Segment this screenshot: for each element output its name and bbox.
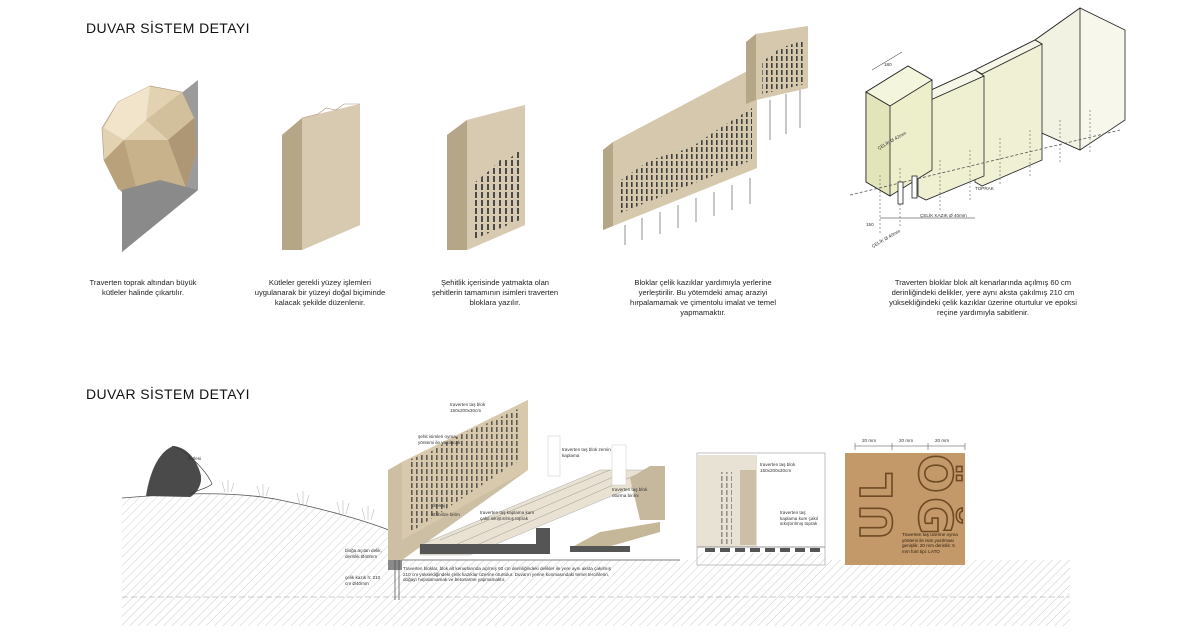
detail-dim-1: 20 mm <box>862 438 877 443</box>
axon-toprak-label: TOPRAK <box>975 186 994 191</box>
section-label-celik-kazik: çelik kazık h: 210 cm Ø40mm <box>345 575 381 586</box>
title-top: DUVAR SİSTEM DETAYI <box>86 20 250 36</box>
section-label-oturma: traverten taş blok oturma birimi <box>612 487 648 498</box>
caption-step-1: Traverten toprak altından büyük kütleler… <box>89 278 197 297</box>
detail-panel-engraving <box>845 443 966 565</box>
section-label-block: traverten taş blok 150x200x30cm <box>450 402 486 413</box>
axon-dim-width: 180 <box>884 62 892 67</box>
detail-label-block: traverten taş blok 150x200x30cm <box>760 462 796 473</box>
shaped-block-illustration <box>282 103 360 250</box>
engraving-letters-top: ÖĞ <box>907 453 963 539</box>
detail-label-engraving: Traverten taş üzerine oyma yöntemi ile i… <box>902 532 958 554</box>
title-bottom: DUVAR SİSTEM DETAYI <box>86 386 250 402</box>
raw-rock-illustration <box>101 80 198 252</box>
detail-dim-3: 20 mm <box>935 438 950 443</box>
section-terrain <box>121 445 1070 626</box>
section-paving <box>419 435 665 556</box>
section-label-stabil: stabilize birim <box>432 512 460 517</box>
section-wall <box>388 400 528 600</box>
section-label-kaplama-top: traverten taş blok zemin kaplama <box>562 447 611 458</box>
engraved-block-illustration <box>447 105 525 250</box>
detail-panel-block <box>696 452 826 566</box>
section-label-kaplama-mid: traverten taş kaplama kum çakıl sıkıştır… <box>480 510 535 521</box>
section-label-sehit: şehit isimleri oyma yöntemi ile yazılaca… <box>418 434 461 445</box>
section-note: Traverten bloklar, blok alt kenarlarında… <box>403 566 611 583</box>
engraving-letters-left: UL <box>851 467 904 540</box>
axonometric-detail <box>849 7 1126 235</box>
wall-on-piles-illustration <box>603 26 808 245</box>
section-label-kutlesi: kütlesi <box>188 456 202 461</box>
detail-dim-2: 20 mm <box>899 438 914 443</box>
axon-celik-kazik-label: ÇELİK KAZIK Ø 40mm <box>920 213 967 218</box>
section-label-drenaj: drenaj <box>432 503 445 508</box>
axon-dim-depth: 150 <box>866 222 874 227</box>
detail-label-kaplama: traverten taş kaplama kum çakıl sıkıştır… <box>780 510 819 527</box>
caption-step-2: Kütleler gerekli yüzey işlemleri uygulan… <box>254 278 386 307</box>
section-label-bloklar: bloğa açılan delik, derinlik Ø40mm <box>345 548 382 559</box>
caption-step-4: Bloklar çelik kazıklar yardımıyla yerler… <box>629 278 777 317</box>
caption-step-3: Şehitlik içerisinde yatmakta olan şehitl… <box>431 278 559 307</box>
caption-step-5: Traverten bloklar blok alt kenarlarında … <box>889 278 1077 317</box>
